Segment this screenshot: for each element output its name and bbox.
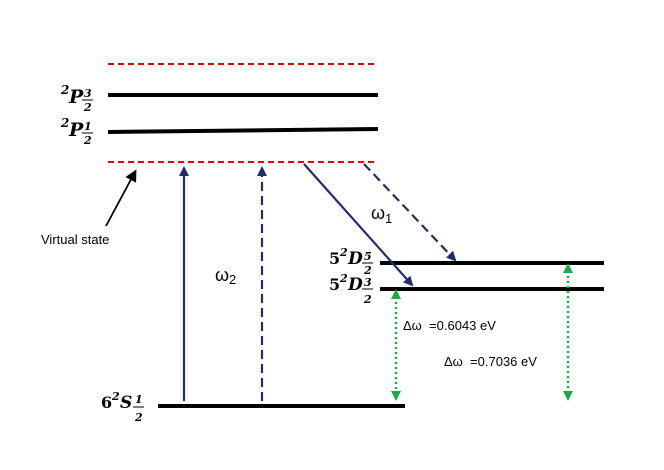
svg-text:5: 5 xyxy=(329,249,340,268)
svg-text:P: P xyxy=(68,86,84,108)
svg-text:D: D xyxy=(347,249,363,269)
label-s12: 6 2 S 1 2 xyxy=(101,390,144,424)
svg-text:2: 2 xyxy=(363,293,372,306)
label-d52: 5 2 D 5 2 xyxy=(329,246,373,277)
label-d32: 5 2 D 3 2 xyxy=(329,272,373,306)
svg-text:2: 2 xyxy=(60,83,69,97)
delta-label-2: Δω =0.7036 eV xyxy=(444,354,537,369)
svg-text:ω: ω xyxy=(371,203,385,223)
svg-text:3: 3 xyxy=(84,87,92,100)
svg-text:2: 2 xyxy=(83,134,92,147)
emission-arrow-dashed xyxy=(363,163,457,262)
svg-text:2: 2 xyxy=(363,264,372,277)
svg-text:5: 5 xyxy=(329,275,340,294)
svg-text:S: S xyxy=(120,393,132,413)
svg-text:P: P xyxy=(68,119,84,141)
svg-text:3: 3 xyxy=(364,276,372,289)
label-p32: 2 P 3 2 xyxy=(60,83,93,114)
svg-text:D: D xyxy=(347,275,363,295)
svg-text:2: 2 xyxy=(134,411,143,424)
virtual-state-label: Virtual state xyxy=(41,232,109,247)
svg-text:2: 2 xyxy=(111,390,120,403)
omega2-label: ω 2 xyxy=(215,265,236,287)
delta-label-1: Δω =0.6043 eV xyxy=(403,318,496,333)
svg-text:2: 2 xyxy=(60,116,69,130)
emission-arrow-solid xyxy=(303,163,414,287)
level-p12-line xyxy=(107,127,379,134)
svg-text:5: 5 xyxy=(364,250,372,263)
svg-text:6: 6 xyxy=(101,393,112,412)
svg-text:1: 1 xyxy=(84,120,92,133)
svg-text:2: 2 xyxy=(229,272,236,287)
svg-text:1: 1 xyxy=(385,211,392,226)
omega1-label: ω 1 xyxy=(371,203,392,226)
svg-text:2: 2 xyxy=(339,272,348,285)
svg-text:1: 1 xyxy=(135,393,143,406)
label-p12: 2 P 1 2 xyxy=(60,116,93,147)
svg-text:2: 2 xyxy=(83,101,92,114)
svg-text:ω: ω xyxy=(215,265,229,285)
svg-text:2: 2 xyxy=(339,246,348,259)
virtual-state-pointer-arrow xyxy=(105,169,137,227)
